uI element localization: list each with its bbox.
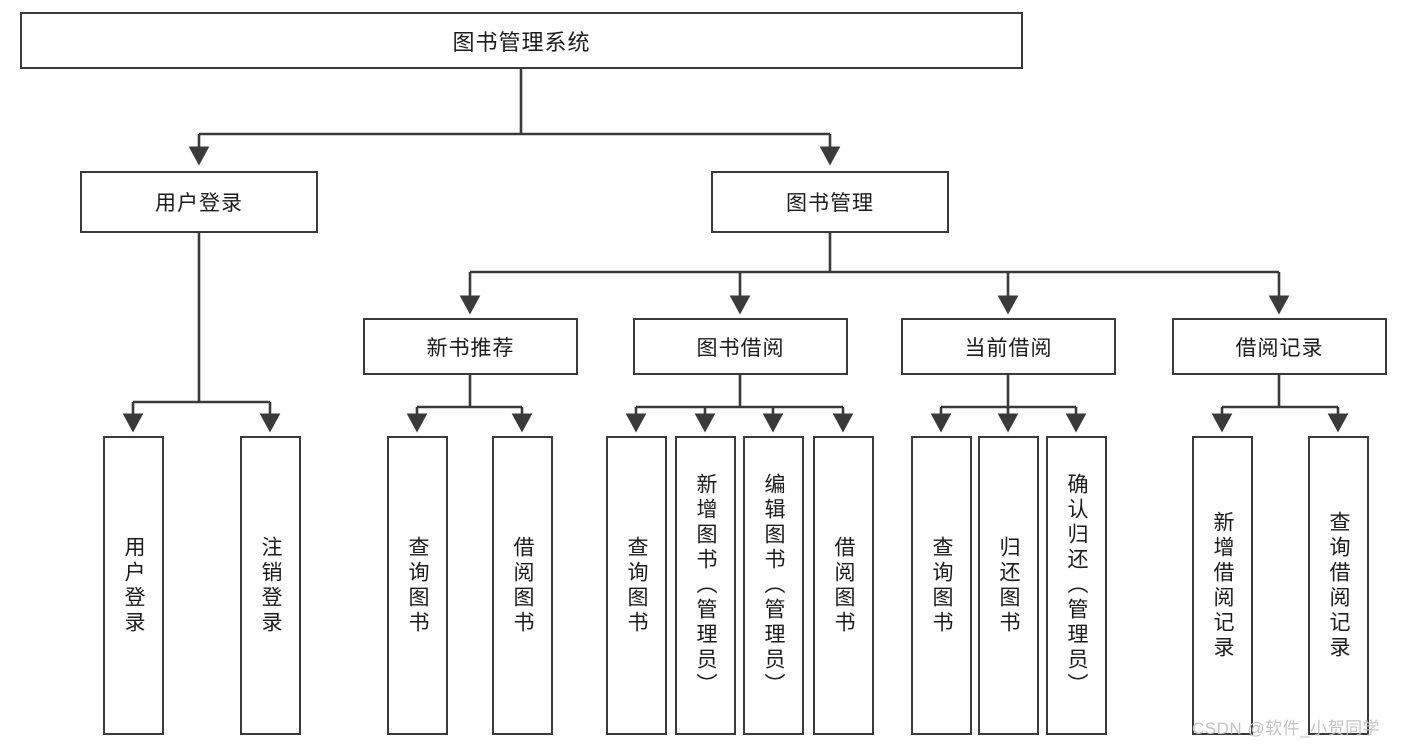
node-leaf-return-book[interactable]: 归还图书 — [978, 436, 1039, 735]
node-leaf-add-book[interactable]: 新增图书（管理员） — [675, 436, 736, 735]
leaf-label: 确认归还（管理员） — [1065, 473, 1088, 698]
node-root-system[interactable]: 图书管理系统 — [20, 12, 1023, 69]
leaf-label: 查询图书 — [930, 535, 953, 636]
leaf-label: 归还图书 — [997, 535, 1020, 636]
leaf-label: 借阅图书 — [511, 535, 534, 636]
leaf-label: 新增图书（管理员） — [694, 473, 717, 698]
node-leaf-edit-book[interactable]: 编辑图书（管理员） — [743, 436, 804, 735]
node-leaf-add-record[interactable]: 新增借阅记录 — [1192, 436, 1253, 735]
csdn-watermark: CSDN @软件_小贺同学 — [1192, 719, 1381, 738]
leaf-label: 注销登录 — [259, 535, 282, 636]
node-leaf-borrow-book-2[interactable]: 借阅图书 — [813, 436, 874, 735]
node-leaf-borrow-book-1[interactable]: 借阅图书 — [492, 436, 553, 735]
leaf-label: 借阅图书 — [832, 535, 855, 636]
node-leaf-query-record[interactable]: 查询借阅记录 — [1308, 436, 1369, 735]
leaf-label: 用户登录 — [122, 535, 145, 636]
leaf-label: 查询借阅记录 — [1327, 510, 1350, 661]
node-leaf-query-book-1[interactable]: 查询图书 — [387, 436, 448, 735]
node-book-manage[interactable]: 图书管理 — [711, 171, 949, 233]
node-borrow-record[interactable]: 借阅记录 — [1172, 318, 1387, 375]
node-leaf-confirm-return[interactable]: 确认归还（管理员） — [1046, 436, 1107, 735]
node-book-borrow[interactable]: 图书借阅 — [633, 318, 848, 375]
node-new-book-recommend[interactable]: 新书推荐 — [363, 318, 578, 375]
node-user-login[interactable]: 用户登录 — [80, 171, 318, 233]
leaf-label: 查询图书 — [406, 535, 429, 636]
node-leaf-query-book-3[interactable]: 查询图书 — [911, 436, 972, 735]
leaf-label: 查询图书 — [625, 535, 648, 636]
node-current-borrow[interactable]: 当前借阅 — [901, 318, 1116, 375]
leaf-label: 新增借阅记录 — [1211, 510, 1234, 661]
leaf-label: 编辑图书（管理员） — [762, 473, 785, 698]
node-leaf-user-login[interactable]: 用户登录 — [103, 436, 164, 735]
node-leaf-logout-login[interactable]: 注销登录 — [240, 436, 301, 735]
node-leaf-query-book-2[interactable]: 查询图书 — [606, 436, 667, 735]
